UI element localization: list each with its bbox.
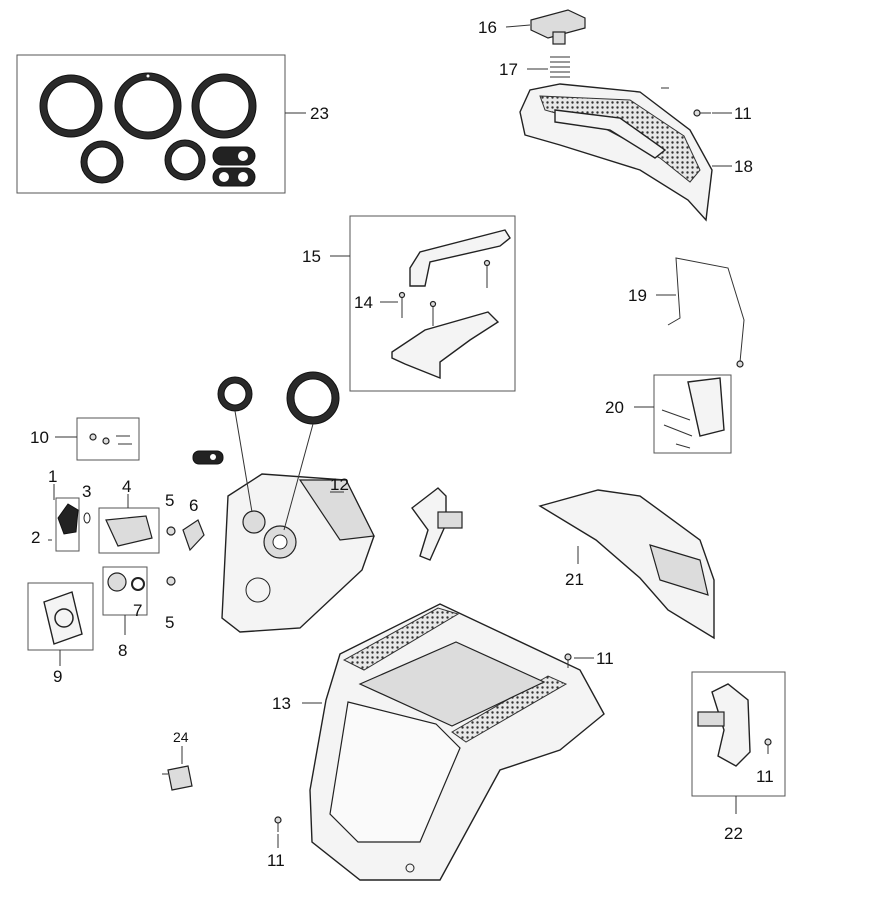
part-17-spring: 17 <box>499 56 570 79</box>
ring-floating-large <box>286 371 340 425</box>
part-9-socket-group: 9 <box>27 582 94 686</box>
ring-large-2 <box>114 72 182 140</box>
ring-large-1 <box>39 74 103 138</box>
label-8: 8 <box>118 641 127 660</box>
part-12-control-panel: 12 <box>192 371 375 633</box>
part-15-box <box>349 215 516 392</box>
part-18-top-tray: 18 <box>519 83 753 222</box>
label-23: 23 <box>310 104 329 123</box>
label-20: 20 <box>605 398 624 417</box>
part-23-box <box>16 54 286 194</box>
switch-plate-1 <box>212 146 256 166</box>
part-1-box <box>55 497 80 552</box>
part-4-switch-assembly: 4 <box>98 477 160 554</box>
label-11-mid: 11 <box>596 649 614 668</box>
part-20-latch-group: 20 <box>605 374 732 454</box>
part-4-box <box>98 507 160 554</box>
ring-floating-small <box>217 376 253 412</box>
screw-11-mid: 11 <box>564 649 614 668</box>
ring-small-1 <box>80 140 124 184</box>
label-3: 3 <box>82 482 91 501</box>
part-19-wire-bracket: 19 <box>628 257 745 368</box>
label-11-bottom: 11 <box>267 851 285 870</box>
handle-grip <box>409 229 511 287</box>
label-13: 13 <box>272 694 291 713</box>
label-9: 9 <box>53 667 62 686</box>
label-11-right: 11 <box>756 767 774 786</box>
part-5-clip-top: 5 <box>165 491 176 536</box>
label-4: 4 <box>122 477 131 496</box>
label-24: 24 <box>173 729 189 745</box>
part-16-knob: 16 <box>478 9 586 45</box>
part-5-clip-bottom: 5 <box>165 576 176 632</box>
label-17: 17 <box>499 60 518 79</box>
label-12: 12 <box>330 475 349 494</box>
label-16: 16 <box>478 18 497 37</box>
label-19: 19 <box>628 286 647 305</box>
part-22-latch-group: 11 22 <box>691 671 786 843</box>
part-1-knob-group: 1 2 3 <box>31 467 91 552</box>
label-22: 22 <box>724 824 743 843</box>
label-11-top: 11 <box>734 104 752 123</box>
label-2: 2 <box>31 528 40 547</box>
part-8-cap-group: 8 7 <box>102 566 148 660</box>
label-14: 14 <box>354 293 373 312</box>
switch-plate-floating <box>192 450 224 465</box>
handle-base <box>391 311 500 380</box>
part-10-box <box>76 417 140 461</box>
label-15: 15 <box>302 247 321 266</box>
part-24-breaker: 24 <box>162 729 193 791</box>
label-21: 21 <box>565 570 584 589</box>
screw-11-right <box>764 738 772 754</box>
part-21-side-panel: 21 <box>538 489 715 640</box>
label-10: 10 <box>30 428 49 447</box>
part-23-dial-rings-group: 23 <box>16 54 329 194</box>
screw-14c <box>483 259 491 288</box>
label-6: 6 <box>189 496 198 515</box>
part-22-box <box>691 671 786 797</box>
part-10-fastener-set: 10 <box>30 417 140 461</box>
part-20-box <box>653 374 732 454</box>
part-6-bracket: 6 <box>182 496 205 552</box>
part-13-main-body: 13 <box>272 603 605 881</box>
label-18: 18 <box>734 157 753 176</box>
screw-11-bottom: 11 <box>267 816 285 870</box>
part-15-handle-group: 15 14 <box>302 215 516 392</box>
screw-14a <box>398 291 406 318</box>
label-5-top: 5 <box>165 491 174 510</box>
label-5-bottom: 5 <box>165 613 174 632</box>
switch-plate-2 <box>212 167 256 187</box>
label-1: 1 <box>48 467 57 486</box>
ring-large-3 <box>191 73 257 139</box>
side-latch-piece <box>411 487 463 561</box>
screw-14b <box>429 300 437 326</box>
screw-11-top: 11 <box>661 87 752 123</box>
ring-small-2 <box>164 139 206 181</box>
label-7: 7 <box>133 601 142 620</box>
